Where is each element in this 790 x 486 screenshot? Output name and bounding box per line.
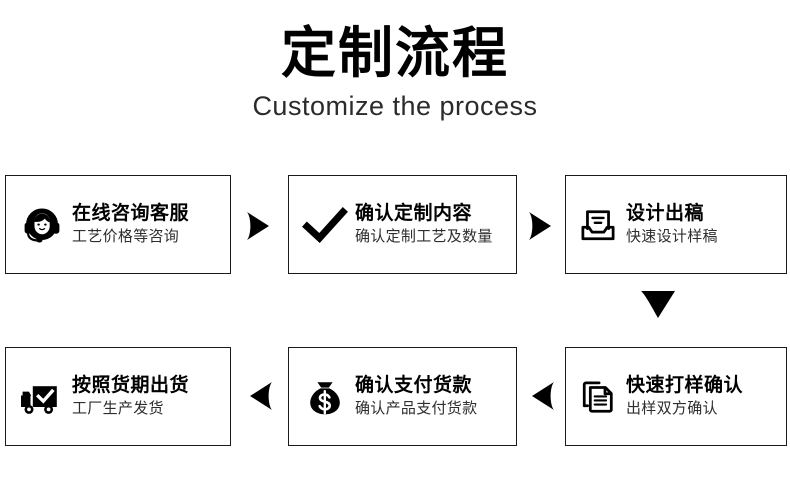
checkmark-icon <box>301 201 349 249</box>
flow-step-subtitle: 快速设计样稿 <box>626 227 718 245</box>
money-bag-dollar-icon <box>301 373 349 421</box>
page-title: 定制流程 <box>280 22 509 84</box>
flow-step-text: 确认支付货款 确认产品支付货款 <box>355 374 516 420</box>
flow-step-text: 在线咨询客服 工艺价格等咨询 <box>72 202 230 248</box>
stacked-documents-icon <box>576 373 620 421</box>
document-inbox-icon <box>576 201 620 249</box>
arrow-left-icon <box>525 377 563 415</box>
flow-row-top: 在线咨询客服 工艺价格等咨询 确认定制内容 确认定制工艺及数量 <box>0 175 790 276</box>
flow-step-online-consult[interactable]: 在线咨询客服 工艺价格等咨询 <box>5 175 231 274</box>
flow-step-text: 设计出稿 快速设计样稿 <box>626 202 786 248</box>
flow-step-subtitle: 工厂生产发货 <box>72 399 164 417</box>
flow-step-design-draft[interactable]: 设计出稿 快速设计样稿 <box>565 175 787 274</box>
arrow-left-icon <box>243 377 281 415</box>
flow-step-title: 设计出稿 <box>626 202 705 224</box>
flow-step-text: 快速打样确认 出样双方确认 <box>626 374 786 420</box>
flow-step-title: 按照货期出货 <box>72 374 190 396</box>
headset-support-icon <box>18 201 66 249</box>
flow-step-confirm-payment[interactable]: 确认支付货款 确认产品支付货款 <box>288 347 517 446</box>
flow-step-subtitle: 工艺价格等咨询 <box>72 227 180 245</box>
flow-step-title: 确认定制内容 <box>355 202 473 224</box>
flow-step-title: 确认支付货款 <box>355 374 473 396</box>
page-header: 定制流程 Customize the process <box>0 0 790 122</box>
arrow-right-icon <box>238 207 276 245</box>
flow-step-text: 按照货期出货 工厂生产发货 <box>72 374 230 420</box>
flow-step-subtitle: 出样双方确认 <box>626 399 718 417</box>
flow-row-bottom: 按照货期出货 工厂生产发货 确认支付货款 <box>0 347 790 448</box>
flow-step-confirm-content[interactable]: 确认定制内容 确认定制工艺及数量 <box>288 175 517 274</box>
arrow-right-icon <box>520 207 558 245</box>
flow-step-title: 在线咨询客服 <box>72 202 190 224</box>
delivery-truck-check-icon <box>18 373 66 421</box>
flow-step-subtitle: 确认产品支付货款 <box>355 399 478 417</box>
flow-step-title: 快速打样确认 <box>626 374 744 396</box>
arrow-down-icon <box>637 287 679 321</box>
flow-step-sample-confirm[interactable]: 快速打样确认 出样双方确认 <box>565 347 787 446</box>
page-subtitle: Customize the process <box>252 91 538 121</box>
flow-step-ship-on-schedule[interactable]: 按照货期出货 工厂生产发货 <box>5 347 231 446</box>
flow-step-subtitle: 确认定制工艺及数量 <box>355 227 493 245</box>
flow-step-text: 确认定制内容 确认定制工艺及数量 <box>355 202 516 248</box>
